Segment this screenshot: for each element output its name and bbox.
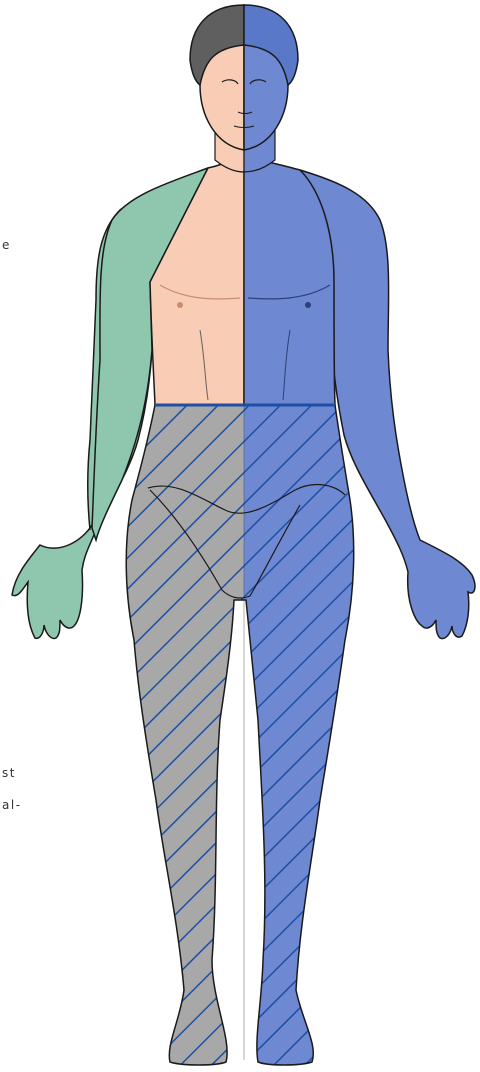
lower-body-hatched-region (126, 405, 353, 1065)
